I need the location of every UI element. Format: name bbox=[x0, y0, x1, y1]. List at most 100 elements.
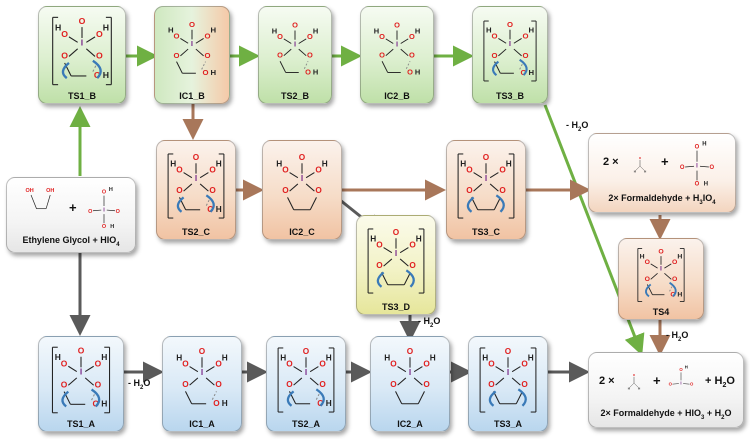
svg-text:O: O bbox=[88, 209, 93, 215]
svg-text:O: O bbox=[174, 31, 180, 40]
svg-text:I: I bbox=[80, 367, 82, 377]
svg-text:O: O bbox=[393, 228, 400, 237]
svg-text:O: O bbox=[695, 182, 700, 188]
svg-text:O: O bbox=[669, 382, 673, 387]
svg-text:O: O bbox=[319, 360, 326, 369]
svg-text:I: I bbox=[396, 39, 398, 48]
svg-text:H: H bbox=[638, 387, 640, 391]
svg-text:O: O bbox=[319, 380, 326, 389]
svg-text:O: O bbox=[488, 360, 495, 369]
svg-text:I: I bbox=[395, 249, 397, 258]
svg-text:O: O bbox=[96, 51, 103, 61]
svg-text:H: H bbox=[55, 352, 61, 362]
svg-text:H: H bbox=[210, 68, 216, 77]
svg-text:O: O bbox=[521, 68, 527, 77]
ic2c-label: IC2_C bbox=[289, 227, 315, 237]
reactants-label: Ethylene Glycol + HIO4 bbox=[22, 235, 120, 248]
svg-text:O: O bbox=[376, 261, 383, 270]
svg-text:O: O bbox=[286, 380, 293, 389]
svg-text:H: H bbox=[482, 353, 488, 362]
svg-text:O: O bbox=[492, 31, 498, 40]
svg-text:O: O bbox=[102, 224, 107, 230]
svg-text:H: H bbox=[384, 353, 390, 362]
product-a-prefix: 2 × bbox=[599, 375, 615, 387]
ts2b-label: TS2_B bbox=[280, 91, 309, 101]
svg-text:O: O bbox=[394, 21, 400, 30]
svg-text:O: O bbox=[315, 166, 322, 175]
svg-text:O: O bbox=[61, 379, 68, 389]
svg-text:O: O bbox=[209, 166, 216, 175]
svg-text:O: O bbox=[488, 380, 495, 389]
svg-text:O: O bbox=[390, 360, 397, 369]
svg-text:I: I bbox=[509, 39, 511, 48]
svg-text:I: I bbox=[660, 266, 662, 273]
svg-text:O: O bbox=[95, 379, 102, 389]
svg-text:H: H bbox=[528, 68, 534, 77]
svg-text:H: H bbox=[640, 254, 645, 261]
ts3d-label: TS3_D bbox=[381, 302, 410, 312]
svg-text:H: H bbox=[222, 353, 228, 362]
svg-text:O: O bbox=[79, 16, 86, 26]
svg-text:O: O bbox=[303, 347, 310, 356]
svg-text:O: O bbox=[176, 186, 183, 195]
svg-text:O: O bbox=[658, 249, 664, 256]
svg-text:H: H bbox=[677, 291, 682, 298]
svg-text:O: O bbox=[483, 153, 490, 162]
svg-text:O: O bbox=[645, 276, 651, 283]
svg-text:I: I bbox=[195, 174, 197, 183]
svg-text:H: H bbox=[685, 365, 688, 370]
svg-text:OH: OH bbox=[46, 188, 54, 194]
svg-text:H: H bbox=[415, 26, 420, 35]
svg-text:H: H bbox=[628, 387, 630, 391]
svg-text:O: O bbox=[176, 166, 183, 175]
svg-text:O: O bbox=[710, 165, 715, 171]
svg-text:O: O bbox=[679, 367, 683, 372]
svg-text:O: O bbox=[116, 209, 121, 215]
svg-text:O: O bbox=[390, 380, 397, 389]
svg-text:O: O bbox=[61, 51, 68, 61]
svg-text:H: H bbox=[486, 26, 492, 35]
svg-text:O: O bbox=[639, 156, 642, 160]
svg-text:O: O bbox=[499, 186, 506, 195]
svg-text:O: O bbox=[102, 190, 107, 196]
product-a-plus: + bbox=[653, 373, 661, 388]
svg-text:O: O bbox=[93, 398, 100, 408]
svg-text:I: I bbox=[680, 381, 681, 386]
svg-text:O: O bbox=[680, 165, 685, 171]
svg-text:H: H bbox=[370, 234, 376, 243]
ic2a-label: IC2_A bbox=[397, 419, 423, 429]
svg-text:H: H bbox=[276, 159, 282, 168]
svg-text:H: H bbox=[210, 26, 216, 35]
ts3a-label: TS3_A bbox=[493, 419, 522, 429]
svg-text:I: I bbox=[507, 368, 509, 377]
svg-text:O: O bbox=[215, 380, 222, 389]
svg-text:O: O bbox=[189, 20, 195, 29]
svg-text:I: I bbox=[696, 164, 698, 170]
svg-text:H: H bbox=[313, 67, 318, 76]
svg-text:H: H bbox=[460, 159, 466, 168]
svg-text:O: O bbox=[409, 51, 415, 60]
svg-text:O: O bbox=[409, 241, 416, 250]
svg-text:H: H bbox=[677, 254, 682, 261]
